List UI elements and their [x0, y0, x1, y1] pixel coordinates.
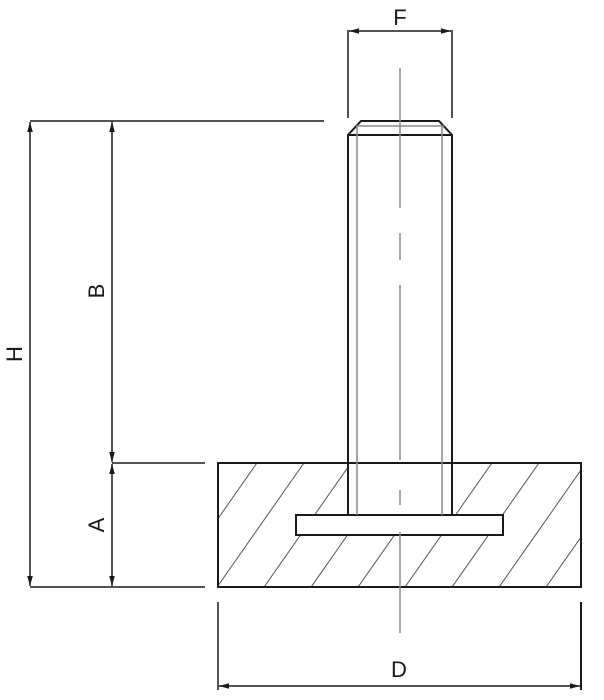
label-D: D [391, 657, 407, 682]
dimension-D: D [217, 602, 582, 690]
base-section [217, 462, 582, 588]
label-F: F [393, 5, 406, 30]
dimension-B: B [84, 122, 115, 462]
dimension-F: F [347, 5, 453, 118]
dimension-H: H [2, 122, 33, 586]
dimension-A: A [84, 464, 115, 586]
label-B: B [84, 284, 109, 299]
label-H: H [2, 346, 27, 362]
label-A: A [84, 517, 109, 532]
